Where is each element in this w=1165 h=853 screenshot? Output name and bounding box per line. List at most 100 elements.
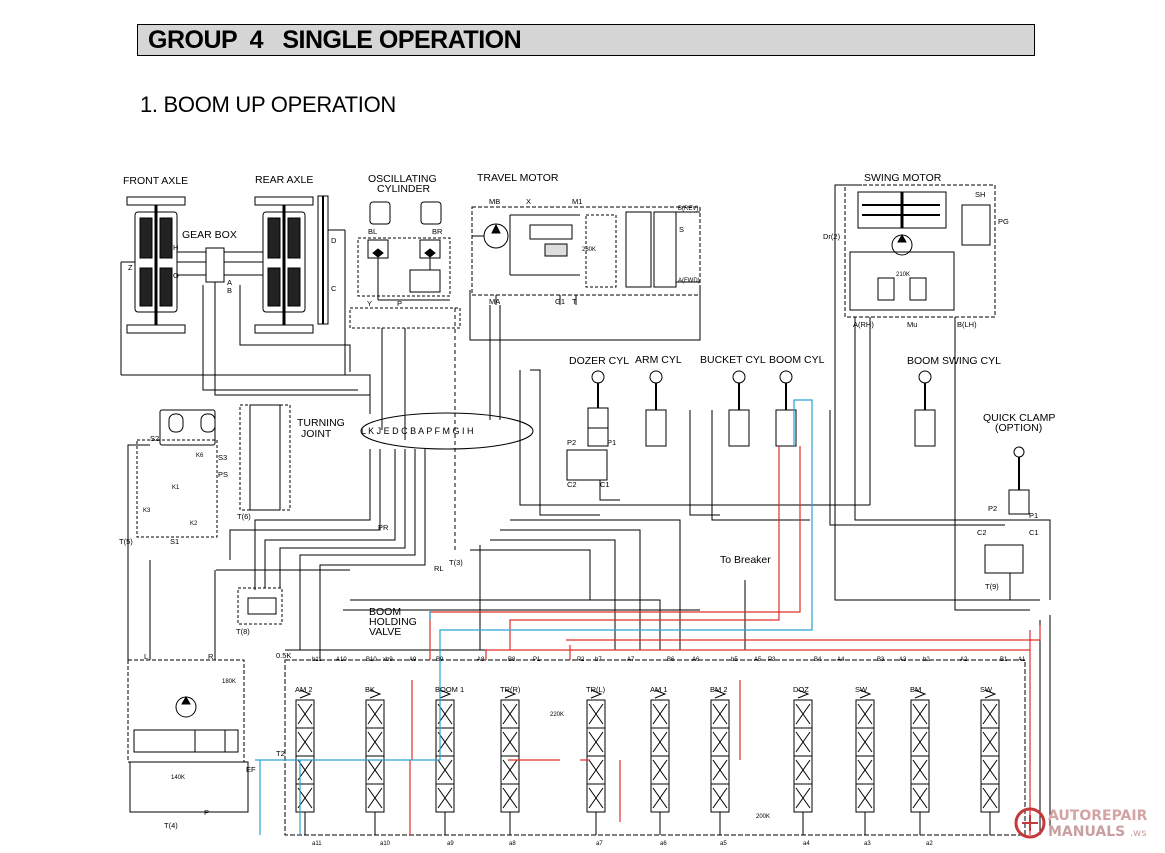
label-dr2: Dr(2)	[823, 232, 841, 241]
label-front-axle: FRONT AXLE	[123, 175, 188, 187]
label-swing-motor: SWING MOTOR	[864, 172, 942, 184]
valve-spool-3	[500, 689, 520, 835]
oscillating-cylinder	[349, 201, 461, 329]
group-header-bar: GROUP 4 SINGLE OPERATION	[137, 24, 1035, 56]
gear-box	[120, 247, 345, 376]
label-to-breaker: To Breaker	[720, 554, 771, 566]
label-travel-motor: TRAVEL MOTOR	[477, 172, 559, 184]
bottom-port-label: a6	[660, 841, 667, 847]
label-a-fwd: A(FWD)	[678, 278, 700, 284]
label-option: (OPTION)	[995, 422, 1042, 434]
label-cylinder: CYLINDER	[377, 183, 431, 195]
label-g1: G1	[555, 297, 565, 306]
drive-shaft	[317, 195, 346, 375]
label-s1: S1	[170, 537, 179, 546]
label-m1: M1	[572, 197, 582, 206]
valve-spool-10	[980, 689, 1000, 835]
label-quick-clamp: QUICK CLAMP	[983, 412, 1055, 424]
label-rl: RL	[434, 564, 444, 573]
bottom-port-label: a5	[720, 841, 727, 847]
watermark: AUTOREPAIR MANUALS .ws	[1014, 807, 1148, 840]
quick-clamp-cylinder	[984, 446, 1030, 574]
turning-joint	[360, 412, 534, 450]
label-s2: S2	[150, 434, 159, 443]
swing-motor	[844, 184, 996, 318]
label-y: Y	[367, 299, 372, 308]
label-gear-box: GEAR BOX	[182, 229, 237, 241]
top-port-label: A7	[627, 657, 635, 663]
label-210k: 210K	[896, 272, 910, 278]
valve-section-label: BM 2	[710, 685, 728, 694]
top-port-label: b11	[312, 657, 322, 663]
valve-section-label: TR(L)	[586, 685, 606, 694]
label-k1: K1	[172, 485, 180, 491]
label-c2-dozer: C2	[567, 480, 577, 489]
top-port-label: A3	[899, 657, 907, 663]
label-valve: VALVE	[369, 626, 401, 638]
label-holding: HOLDING	[369, 616, 417, 628]
label-c1-dozer: C1	[600, 480, 610, 489]
group-title: GROUP 4 SINGLE OPERATION	[148, 26, 522, 54]
label-turning: TURNING	[297, 417, 345, 429]
top-port-label: B8	[508, 657, 516, 663]
label-t5: T(5)	[119, 537, 133, 546]
bottom-port-label: a7	[596, 841, 603, 847]
label-joint: JOINT	[301, 428, 332, 440]
label-z: Z	[128, 263, 133, 272]
valve-section-label: TR(R)	[500, 685, 521, 694]
top-port-label: A6	[692, 657, 700, 663]
boom-swing-cylinder	[914, 370, 936, 447]
top-port-label: P2	[577, 657, 585, 663]
valve-spool-0	[295, 689, 315, 835]
label-ps: PS	[218, 470, 228, 479]
label-turning-ports: L K J E D C B A P F M G I H	[361, 426, 474, 436]
label-180k: 180K	[222, 679, 236, 685]
label-b-lh: B(LH)	[957, 320, 977, 329]
label-220k: 220K	[550, 712, 564, 718]
bucket-cylinder	[728, 370, 750, 447]
top-port-label: B6	[667, 657, 675, 663]
label-p1-dozer: P1	[607, 438, 616, 447]
boom-cylinder	[775, 370, 797, 447]
label-t4: T(4)	[164, 821, 178, 830]
label-boom: BOOM	[369, 606, 401, 618]
bottom-port-label: a4	[803, 841, 810, 847]
bottom-port-label: a9	[447, 841, 454, 847]
label-oscillating: OSCILLATING	[368, 173, 437, 185]
front-axle	[126, 196, 186, 334]
label-a-gb: A	[227, 278, 232, 287]
label-p2-qc: P2	[988, 504, 997, 513]
label-l: L	[144, 652, 148, 661]
label-rear-axle: REAR AXLE	[255, 174, 313, 186]
label-bl: BL	[368, 227, 377, 236]
valve-spool-5	[650, 689, 670, 835]
label-b-gb: B	[227, 286, 232, 295]
valve-spool-1	[365, 689, 385, 835]
label-b-rev: B(REV)	[678, 206, 698, 212]
bottom-port-label: a2	[926, 841, 933, 847]
valve-section-label: AM 1	[650, 685, 668, 694]
label-g: G	[173, 271, 179, 280]
label-c2-qc: C2	[977, 528, 987, 537]
label-sh: SH	[975, 190, 985, 199]
label-05k: 0.5K	[276, 651, 291, 660]
top-port-label: b5	[731, 657, 738, 663]
top-port-label: B4	[814, 657, 822, 663]
top-port-label: A9	[409, 657, 417, 663]
valve-section-label: BK	[365, 685, 375, 694]
travel-motor	[471, 206, 701, 305]
watermark-suffix: .ws	[1130, 828, 1147, 839]
label-p1-qc: P1	[1029, 511, 1038, 520]
pressure-lines	[409, 446, 1041, 835]
section-title: 1. BOOM UP OPERATION	[140, 92, 397, 117]
watermark-line1: AUTOREPAIR	[1048, 808, 1148, 824]
valve-section-label: SW	[855, 685, 868, 694]
top-port-label: B3	[877, 657, 885, 663]
valve-section-label: DOZ	[793, 685, 809, 694]
label-ma: MA	[489, 297, 500, 306]
label-a-rh: A(RH)	[853, 320, 874, 329]
label-t3: T(3)	[449, 558, 463, 567]
rear-axle	[254, 196, 314, 334]
label-mu: Mu	[907, 320, 917, 329]
